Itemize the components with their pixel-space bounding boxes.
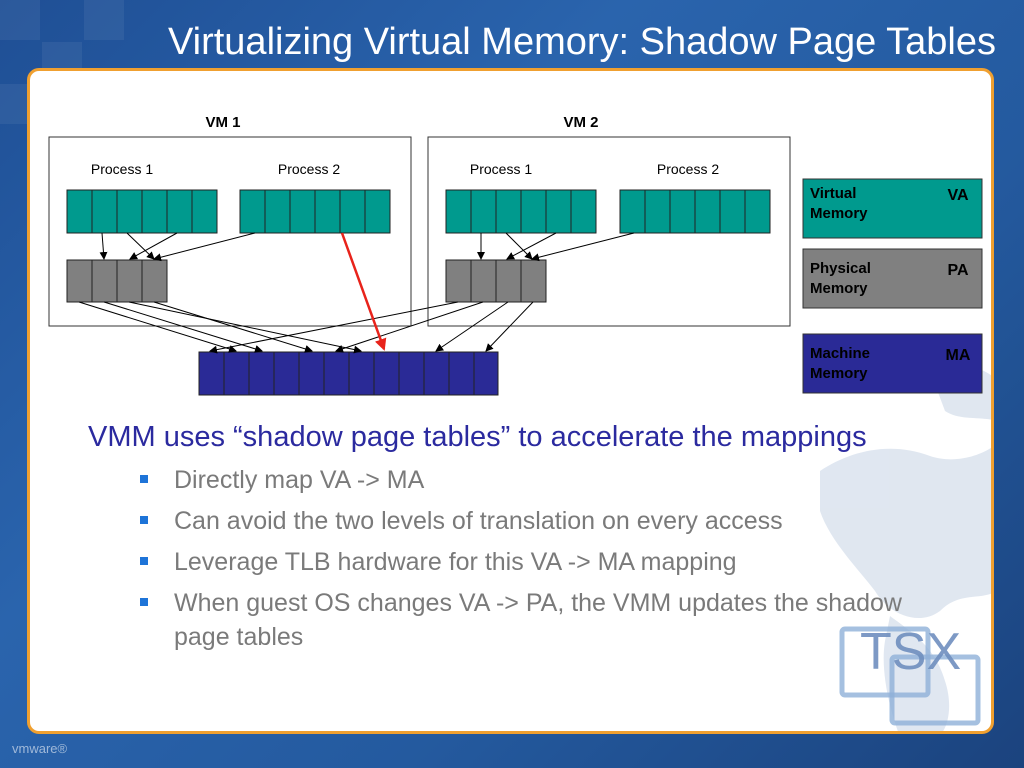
legend-physical-name-line1: Physical (810, 260, 871, 277)
vm2-va-to-pa-arrows (477, 232, 635, 262)
sub-bullet: Directly map VA -> MA (88, 463, 948, 497)
shadow-page-table-diagram: VM 1 VM 2 Process 1 Process 2 Process 1 … (48, 114, 983, 396)
vmware-logo: vmware® (12, 741, 68, 756)
legend-va-abbr: VA (947, 187, 968, 204)
tsx-logo: TSX (839, 623, 981, 726)
legend-pa-abbr: PA (947, 262, 968, 279)
legend-machine-name-line2: Memory (810, 365, 868, 382)
bullet-square-icon (140, 516, 148, 524)
legend-machine-memory: Machine Memory MA (802, 333, 983, 394)
vm1-va-to-pa-arrows (99, 232, 256, 262)
vm2-process2-virtual-pages (619, 189, 771, 234)
vm1-process2-virtual-pages (239, 189, 391, 234)
vm2-physical-pages (445, 259, 547, 303)
svg-text:Virtual Memory: Virtual Memory (810, 185, 868, 222)
svg-text:Physical Memory: Physical Memory (810, 260, 875, 297)
tsx-logo-text: TSX (860, 623, 961, 681)
legend: Virtual Memory VA Physical Memory PA Mac… (802, 178, 983, 394)
sub-bullet-list: Directly map VA -> MA Can avoid the two … (88, 463, 948, 654)
sub-bullet: Can avoid the two levels of translation … (88, 504, 948, 538)
sub-bullet-text: Leverage TLB hardware for this VA -> MA … (174, 548, 737, 576)
sub-bullet-text: Directly map VA -> MA (174, 466, 425, 494)
vm1-process1-virtual-pages (66, 189, 218, 234)
main-bullet: VMM uses “shadow page tables” to acceler… (88, 421, 867, 453)
bullet-square-icon (140, 598, 148, 606)
legend-ma-abbr: MA (946, 347, 971, 364)
legend-virtual-name-line2: Memory (810, 205, 868, 222)
legend-machine-name-line1: Machine (810, 345, 870, 362)
vm1-process2-label: Process 2 (278, 161, 340, 177)
bullet-square-icon (140, 475, 148, 483)
vm2-process2-label: Process 2 (657, 161, 719, 177)
vm1-process1-label: Process 1 (91, 161, 153, 177)
sub-bullet-text: When guest OS changes VA -> PA, the VMM … (174, 589, 902, 651)
shadow-mapping-arrow (340, 232, 387, 351)
vm2-label: VM 2 (563, 114, 598, 131)
vm1-physical-pages (66, 259, 168, 303)
legend-physical-memory: Physical Memory PA (802, 248, 983, 309)
svg-text:Machine Memory: Machine Memory (810, 345, 874, 382)
vm1-label: VM 1 (205, 114, 240, 131)
machine-memory-pages (198, 351, 499, 396)
legend-virtual-name-line1: Virtual (810, 185, 856, 202)
legend-virtual-memory: Virtual Memory VA (802, 178, 983, 239)
vm2-process1-virtual-pages (445, 189, 597, 234)
legend-physical-name-line2: Memory (810, 280, 868, 297)
bullet-list: VMM uses “shadow page tables” to acceler… (88, 417, 948, 661)
pa-to-ma-arrows (78, 301, 534, 354)
slide-title: Virtualizing Virtual Memory: Shadow Page… (167, 21, 996, 63)
sub-bullet-text: Can avoid the two levels of translation … (174, 507, 783, 535)
sub-bullet: Leverage TLB hardware for this VA -> MA … (88, 545, 948, 579)
content-panel: VM 1 VM 2 Process 1 Process 2 Process 1 … (27, 68, 994, 734)
sub-bullet: When guest OS changes VA -> PA, the VMM … (88, 586, 948, 654)
bullet-square-icon (140, 557, 148, 565)
vm2-process1-label: Process 1 (470, 161, 532, 177)
